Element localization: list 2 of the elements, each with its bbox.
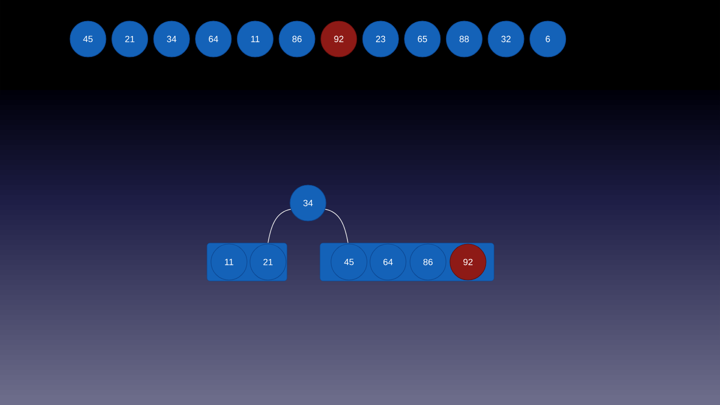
connector-line (268, 208, 292, 244)
connector-line (324, 208, 348, 244)
